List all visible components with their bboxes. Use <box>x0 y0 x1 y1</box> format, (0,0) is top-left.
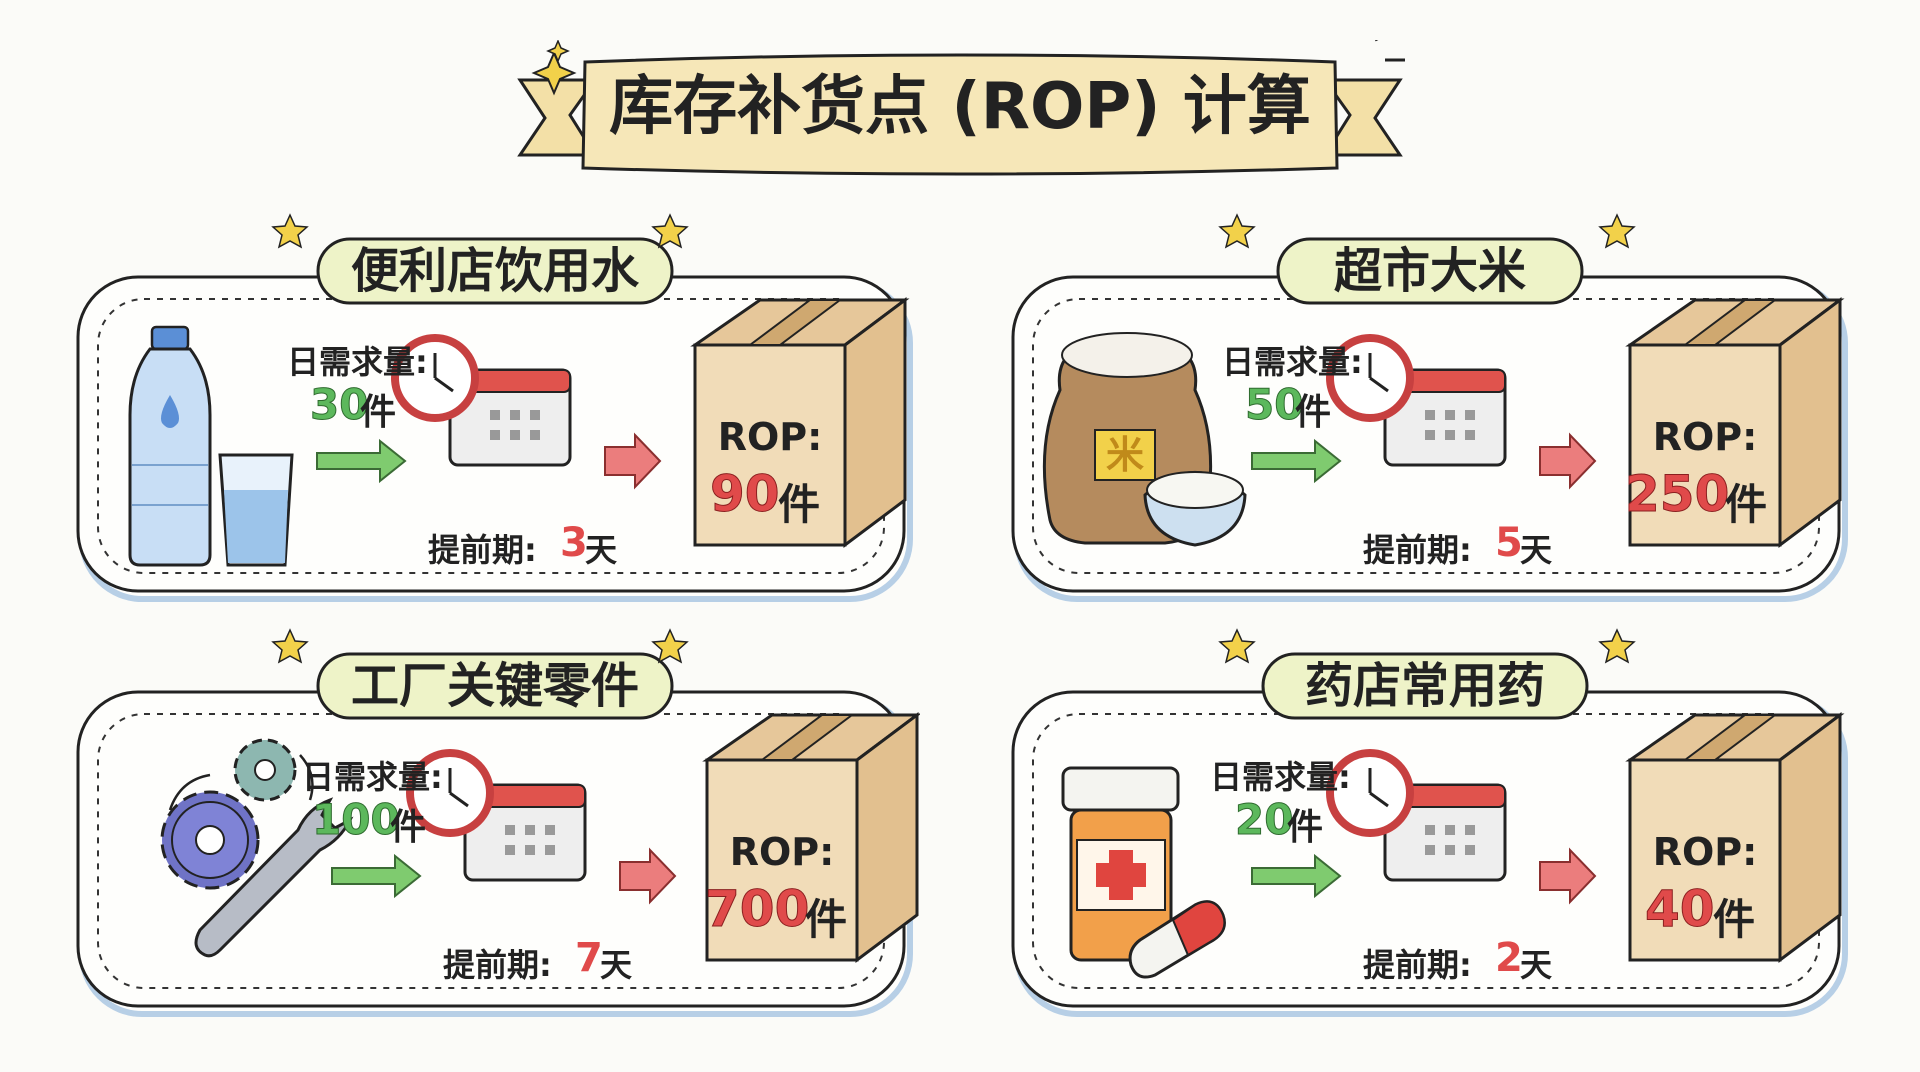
demand-label: 日需求量: <box>302 758 443 796</box>
lead-unit: 天 <box>1520 946 1553 984</box>
rop-value: 250 <box>1624 465 1730 524</box>
rop-unit: 件 <box>778 480 821 529</box>
card-pharmacy-medicine: 药店常用药 日需求量: 20 件 提前期: 2 天 ROP: 40 件 <box>995 628 1855 1020</box>
demand-unit: 件 <box>390 807 427 848</box>
lead-value: 3 <box>560 520 588 566</box>
rop-label: ROP: <box>729 830 835 874</box>
rop-box-icon <box>1625 297 1845 548</box>
rice-sack-icon: 米 <box>1042 332 1247 547</box>
clock-calendar-icon <box>1326 749 1507 882</box>
demand-label: 日需求量: <box>1210 758 1351 796</box>
rop-unit: 件 <box>1713 895 1756 944</box>
card-supermarket-rice: 米 超市大米 日需求量: 50 件 提前 <box>995 213 1855 605</box>
card-convenience-water: 便利店饮用水 日需求量: 30 件 提前期: 3 天 ROP: 90 件 <box>60 213 920 605</box>
star-icons <box>1218 213 1636 249</box>
lead-value: 7 <box>575 935 603 981</box>
rop-value: 90 <box>710 465 781 524</box>
demand-value: 20 <box>1234 795 1294 845</box>
lead-unit: 天 <box>600 946 633 984</box>
card-title-text: 便利店饮用水 <box>350 243 639 299</box>
rop-value: 40 <box>1645 880 1716 939</box>
card-title-pill <box>1276 237 1584 305</box>
lead-label: 提前期: <box>1363 946 1472 984</box>
title-banner <box>517 40 1405 176</box>
rop-label: ROP: <box>717 415 823 459</box>
clock-calendar-icon <box>406 749 587 882</box>
demand-unit: 件 <box>360 392 397 433</box>
lead-value: 2 <box>1495 935 1523 981</box>
card-factory-parts: 工厂关键零件 日需求量: 100 件 提前期: 7 天 ROP: 700 件 <box>60 628 920 1020</box>
lead-unit: 天 <box>1520 531 1553 569</box>
demand-value: 30 <box>309 380 369 430</box>
rop-box-icon <box>702 712 920 963</box>
lead-unit: 天 <box>585 531 618 569</box>
card-title-pill <box>1261 652 1589 720</box>
card-title-text: 药店常用药 <box>1304 658 1545 714</box>
clock-calendar-icon <box>391 334 572 467</box>
demand-label: 日需求量: <box>287 343 428 381</box>
rop-value: 700 <box>704 880 810 939</box>
card-title: 超市大米 <box>1275 235 1585 307</box>
card-title-pill <box>316 237 674 305</box>
lead-value: 5 <box>1495 520 1523 566</box>
clock-calendar-icon <box>1326 334 1507 467</box>
rop-label: ROP: <box>1652 830 1758 874</box>
card-title-text: 超市大米 <box>1333 243 1526 299</box>
lead-label: 提前期: <box>428 531 537 569</box>
star-icons <box>271 628 689 664</box>
card-frame <box>76 275 913 602</box>
demand-unit: 件 <box>1287 807 1324 848</box>
page-title: 库存补货点 (ROP) 计算 <box>609 70 1311 144</box>
rop-unit: 件 <box>1725 480 1768 529</box>
lead-label: 提前期: <box>443 946 552 984</box>
star-icons <box>271 213 689 249</box>
demand-value: 100 <box>312 795 401 845</box>
gears-wrench-icon <box>160 738 354 958</box>
star-icons <box>1218 628 1636 664</box>
medicine-bottle-icon <box>1061 766 1226 979</box>
card-title: 药店常用药 <box>1260 650 1590 722</box>
card-frame <box>1011 690 1848 1017</box>
card-frame: 米 <box>1011 275 1848 602</box>
rop-label: ROP: <box>1652 415 1758 459</box>
rop-unit: 件 <box>805 895 848 944</box>
card-title: 便利店饮用水 <box>315 235 675 307</box>
rop-box-icon <box>690 297 910 548</box>
card-title-text: 工厂关键零件 <box>350 658 639 714</box>
card-title-pill <box>316 652 674 720</box>
rop-box-icon <box>1625 712 1845 963</box>
card-frame <box>76 690 920 1017</box>
demand-value: 50 <box>1244 380 1304 430</box>
water-bottle-icon <box>128 325 294 567</box>
card-title: 工厂关键零件 <box>315 650 675 722</box>
demand-unit: 件 <box>1295 392 1332 433</box>
sack-mark: 米 <box>1106 433 1144 477</box>
demand-label: 日需求量: <box>1222 343 1363 381</box>
lead-label: 提前期: <box>1363 531 1472 569</box>
